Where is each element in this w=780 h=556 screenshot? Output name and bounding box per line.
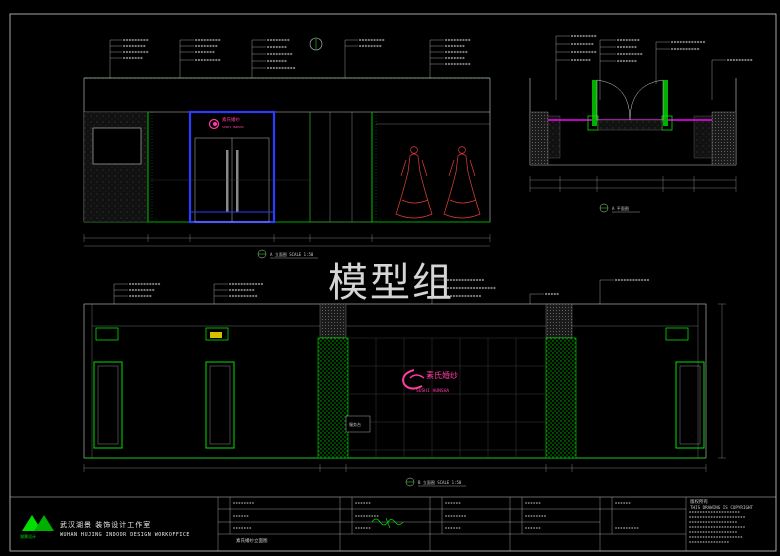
elev2-sign-cn: 素氏婚纱 [426, 370, 458, 380]
sheet-frame [9, 13, 777, 552]
signature-scribble [371, 517, 404, 529]
elev1-sign-en: SUSHI HUNSHA [222, 125, 244, 129]
drawing-name: 素氏婚纱立面图 [236, 539, 268, 544]
plan-view: A 平面图 [529, 34, 754, 213]
elev2-sign-en: SUSHI HUNSHA [416, 388, 449, 394]
brand-name-en: WUHAN HUJING INDOOR DESIGN WORKOFFICE [60, 532, 190, 538]
elev2-logo [402, 369, 425, 390]
plan-title: A 平面图 [612, 205, 629, 211]
title-block [217, 497, 687, 551]
elev2-counter-label: 服务台 [349, 421, 361, 427]
dress-mannequins [395, 146, 481, 219]
copyright-title: 版权所有 [690, 500, 708, 505]
brand-mark-text: 湖景设计 [20, 534, 36, 539]
elev1-title: A 立面图 SCALE 1:50 [270, 251, 314, 257]
elevation-2: 服务台 素氏婚纱 SUSHI HUNSHA B 立面图 SCALE 1:50 [83, 278, 726, 487]
brand-logo-mark [22, 515, 54, 531]
brand-name-cn: 武汉湖景 装饰设计工作室 [60, 521, 152, 529]
copyright-line: THIS DRAWING IS COPYRIGHT [690, 505, 754, 510]
elev1-sign-cn: 素氏婚纱 [222, 116, 240, 123]
watermark: 模型组 [328, 260, 454, 306]
elev2-title: B 立面图 SCALE 1:50 [418, 479, 462, 485]
elevation-1: 素氏婚纱 SUSHI HUNSHA [83, 37, 491, 259]
